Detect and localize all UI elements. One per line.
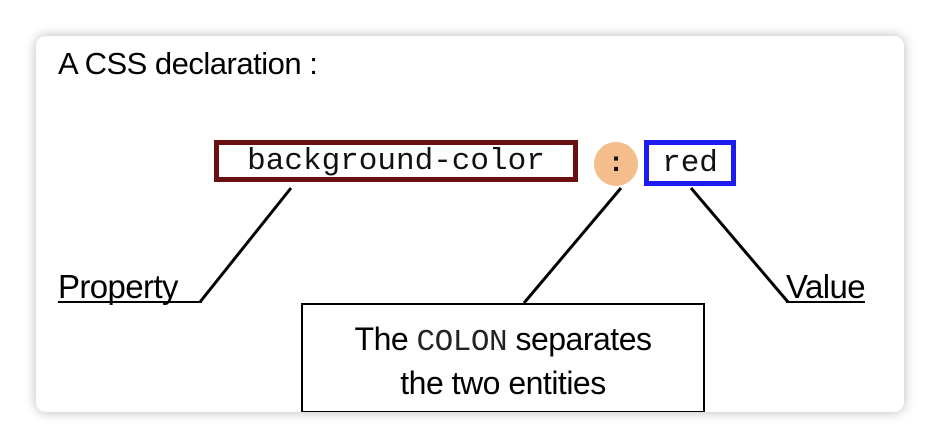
value-label: Value xyxy=(786,268,866,305)
colon-text: : xyxy=(607,148,625,180)
value-connector-line xyxy=(689,187,790,303)
note-keyword: COLON xyxy=(416,325,508,360)
connector-lines xyxy=(58,187,790,304)
note-part-2: separates xyxy=(515,321,652,357)
diagram-card: A CSS declaration : background-color : r… xyxy=(36,36,904,412)
note-part-1: The xyxy=(354,321,409,357)
property-text: background-color xyxy=(247,143,545,179)
note-line-1: The COLON separates xyxy=(303,319,703,363)
colon-circle: : xyxy=(594,142,638,186)
property-box: background-color xyxy=(214,140,578,182)
value-box: red xyxy=(644,140,736,186)
diagram-heading: A CSS declaration : xyxy=(58,46,318,81)
value-text: red xyxy=(662,145,718,181)
colon-note-box: The COLON separates the two entities xyxy=(301,303,705,412)
property-connector-line xyxy=(198,187,293,303)
property-label: Property xyxy=(58,268,179,305)
colon-connector-line xyxy=(522,187,623,304)
note-line-2: the two entities xyxy=(400,365,606,401)
